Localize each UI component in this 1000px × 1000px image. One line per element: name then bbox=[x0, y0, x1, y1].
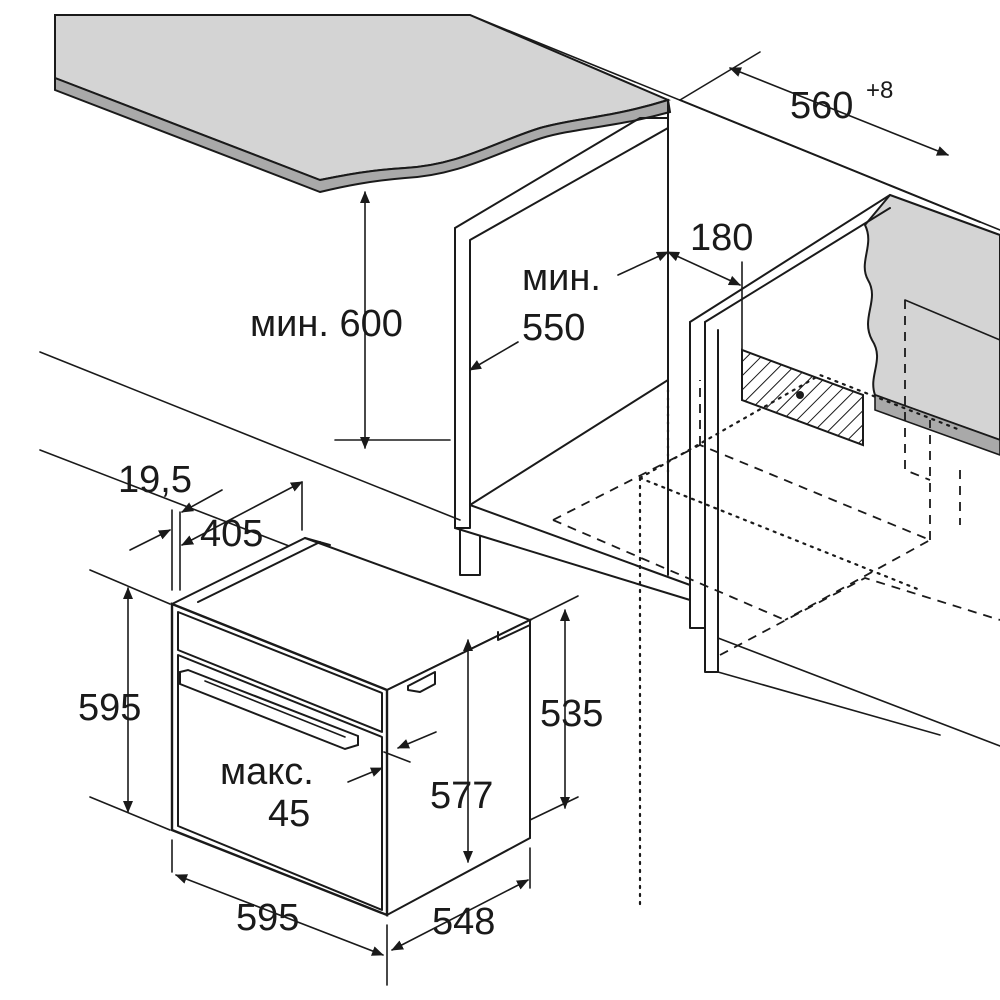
label-height-inner: 577 bbox=[430, 775, 493, 817]
label-height-body: 535 bbox=[540, 693, 603, 735]
oven-front bbox=[170, 602, 389, 917]
hidden-oven-outline bbox=[552, 300, 1000, 907]
label-height-total: 595 bbox=[78, 687, 141, 729]
label-width-front: 595 bbox=[236, 897, 299, 939]
label-min-550-prefix: мин. bbox=[522, 257, 601, 299]
countertop-right-edge bbox=[874, 393, 1000, 456]
label-width-opening: 560 bbox=[790, 85, 853, 127]
countertop-front-edge bbox=[54, 76, 672, 194]
label-depth-body: 548 bbox=[432, 901, 495, 943]
label-min-600: мин. 600 bbox=[250, 303, 403, 345]
label-max-prefix: макс. bbox=[220, 751, 314, 793]
countertop-right-piece bbox=[863, 193, 1000, 442]
oven-door-handle bbox=[179, 668, 359, 751]
label-max-value: 45 bbox=[268, 793, 310, 835]
label-min-550-value: 550 bbox=[522, 307, 585, 349]
label-side-depth: 405 bbox=[200, 513, 263, 555]
label-vent-depth: 180 bbox=[690, 217, 753, 259]
dimension-labels: 560 +8 180 мин. 550 мин. 600 19,5 405 59… bbox=[78, 77, 893, 943]
countertop bbox=[54, 14, 1000, 456]
label-door-offset: 19,5 bbox=[118, 459, 192, 501]
oven bbox=[169, 536, 533, 917]
dimension-lines bbox=[89, 51, 949, 986]
label-width-opening-tolerance: +8 bbox=[866, 77, 893, 104]
ventilation-cutout bbox=[741, 348, 864, 447]
